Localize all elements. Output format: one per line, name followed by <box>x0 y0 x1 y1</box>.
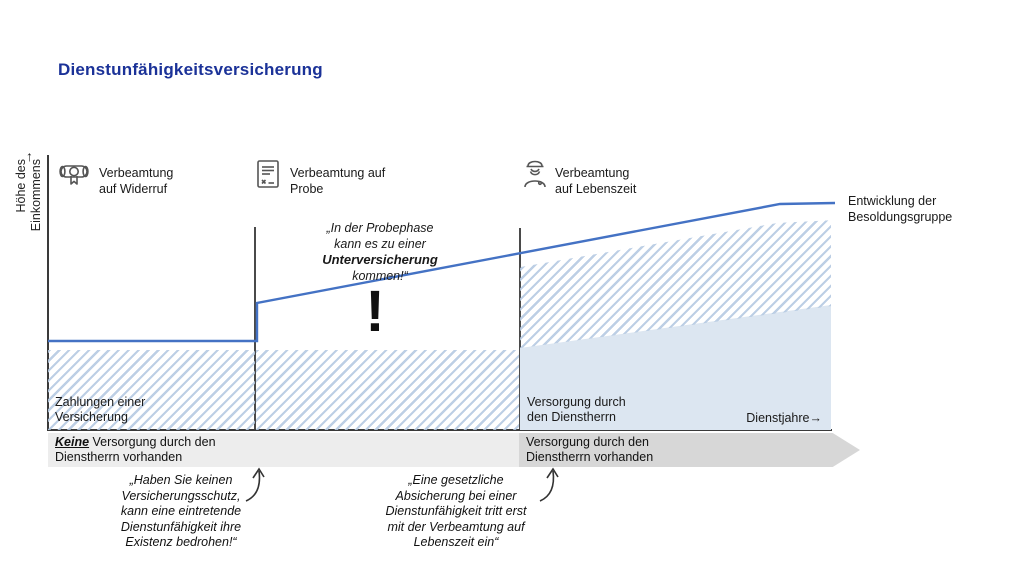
underinsurance-quote: „In der Probephase kann es zu einer Unte… <box>295 220 465 284</box>
no-provision-line1: Versorgung durch den <box>89 435 216 449</box>
y-axis-label: Höhe des Einkommens <box>14 159 46 269</box>
insurance-region-label-line2: Versicherung <box>55 410 128 424</box>
phase-label-probe: Verbeamtung auf Probe <box>290 166 385 197</box>
legal-coverage-quote-line3: Dienstunfähigkeit tritt erst <box>385 504 527 518</box>
existence-risk-quote-line1: „Haben Sie keinen <box>129 473 233 487</box>
underinsurance-quote-line1: „In der Probephase <box>326 221 434 235</box>
legal-coverage-quote-line4: mit der Verbeamtung auf <box>387 519 525 534</box>
legal-coverage-quote: „Eine gesetzliche Absicherung bei einer … <box>366 473 546 551</box>
existence-risk-quote-line4: Dienstunfähigkeit ihre <box>120 519 242 534</box>
provision-available-bar-text: Versorgung durch den Dienstherrn vorhand… <box>526 435 653 465</box>
x-axis-line <box>47 429 832 431</box>
existence-risk-quote-line3: kann eine eintretende <box>120 504 242 518</box>
diploma-icon <box>59 165 89 185</box>
underinsurance-quote-line3: Unterversicherung <box>322 252 438 267</box>
insurance-region-label-line1: Zahlungen einer <box>55 395 146 409</box>
provision-available-line2: Dienstherrn vorhanden <box>526 450 654 464</box>
phase-lebenszeit-line1: Verbeamtung <box>555 166 630 180</box>
x-axis-label: Dienstjahre→ <box>690 411 822 425</box>
insurance-payment-region-probe <box>256 350 519 430</box>
no-provision-bar-text: Keine Versorgung durch den Dienstherrn v… <box>55 435 216 465</box>
y-axis-label-line2: Einkommens <box>29 159 43 232</box>
phase-label-lebenszeit: Verbeamtung auf Lebenszeit <box>555 166 636 197</box>
page-title: Dienstunfähigkeitsversicherung <box>58 60 323 79</box>
provision-region-label: Versorgung durch den Dienstherrn <box>527 395 626 425</box>
insurance-region-label: Zahlungen einer Versicherung <box>55 395 145 425</box>
salary-line-label-line1: Entwicklung der <box>848 194 937 208</box>
underinsurance-quote-line4: kommen!“ <box>352 269 408 283</box>
provision-region-label-line1: Versorgung durch <box>527 395 626 409</box>
police-officer-icon <box>524 160 546 188</box>
contract-icon <box>257 160 279 188</box>
y-axis-arrow: ↑ <box>26 148 33 164</box>
phase-widerruf-line1: Verbeamtung <box>99 166 174 180</box>
phase-label-widerruf: Verbeamtung auf Widerruf <box>99 166 173 197</box>
x-axis-arrow: → <box>809 411 823 425</box>
salary-line-label-line2: Besoldungsgruppe <box>848 209 953 224</box>
provision-available-bar: Versorgung durch den Dienstherrn vorhand… <box>519 433 860 467</box>
phase-widerruf-line2: auf Widerruf <box>99 181 168 196</box>
x-axis-label-text: Dienstjahre <box>746 411 810 425</box>
no-provision-line2: Dienstherrn vorhanden <box>55 450 183 464</box>
phase-probe-line1: Verbeamtung auf <box>290 166 386 180</box>
existence-risk-quote-line5: Existenz bedrohen!“ <box>125 535 237 549</box>
exclamation-mark: ! <box>365 279 385 344</box>
legal-coverage-quote-line1: „Eine gesetzliche <box>408 473 504 487</box>
y-axis-label-line1: Höhe des <box>14 159 28 213</box>
underinsurance-quote-line2: kann es zu einer <box>334 237 426 251</box>
phase-lebenszeit-line2: auf Lebenszeit <box>555 181 637 196</box>
provision-region-label-line2: den Dienstherrn <box>527 410 616 424</box>
provision-available-line1: Versorgung durch den <box>526 435 650 449</box>
phase-probe-line2: Probe <box>290 181 324 196</box>
existence-risk-quote-line2: Versicherungsschutz, <box>121 488 241 503</box>
legal-coverage-quote-line2: Absicherung bei einer <box>395 488 517 503</box>
no-provision-keyword: Keine <box>55 435 90 449</box>
insurance-payment-region-widerruf <box>48 350 255 430</box>
legal-coverage-quote-line5: Lebenszeit ein“ <box>413 535 499 549</box>
salary-line-label: Entwicklung der Besoldungsgruppe <box>848 194 952 225</box>
existence-risk-quote: „Haben Sie keinen Versicherungsschutz, k… <box>96 473 266 551</box>
no-provision-bar: Keine Versorgung durch den Dienstherrn v… <box>48 433 519 467</box>
